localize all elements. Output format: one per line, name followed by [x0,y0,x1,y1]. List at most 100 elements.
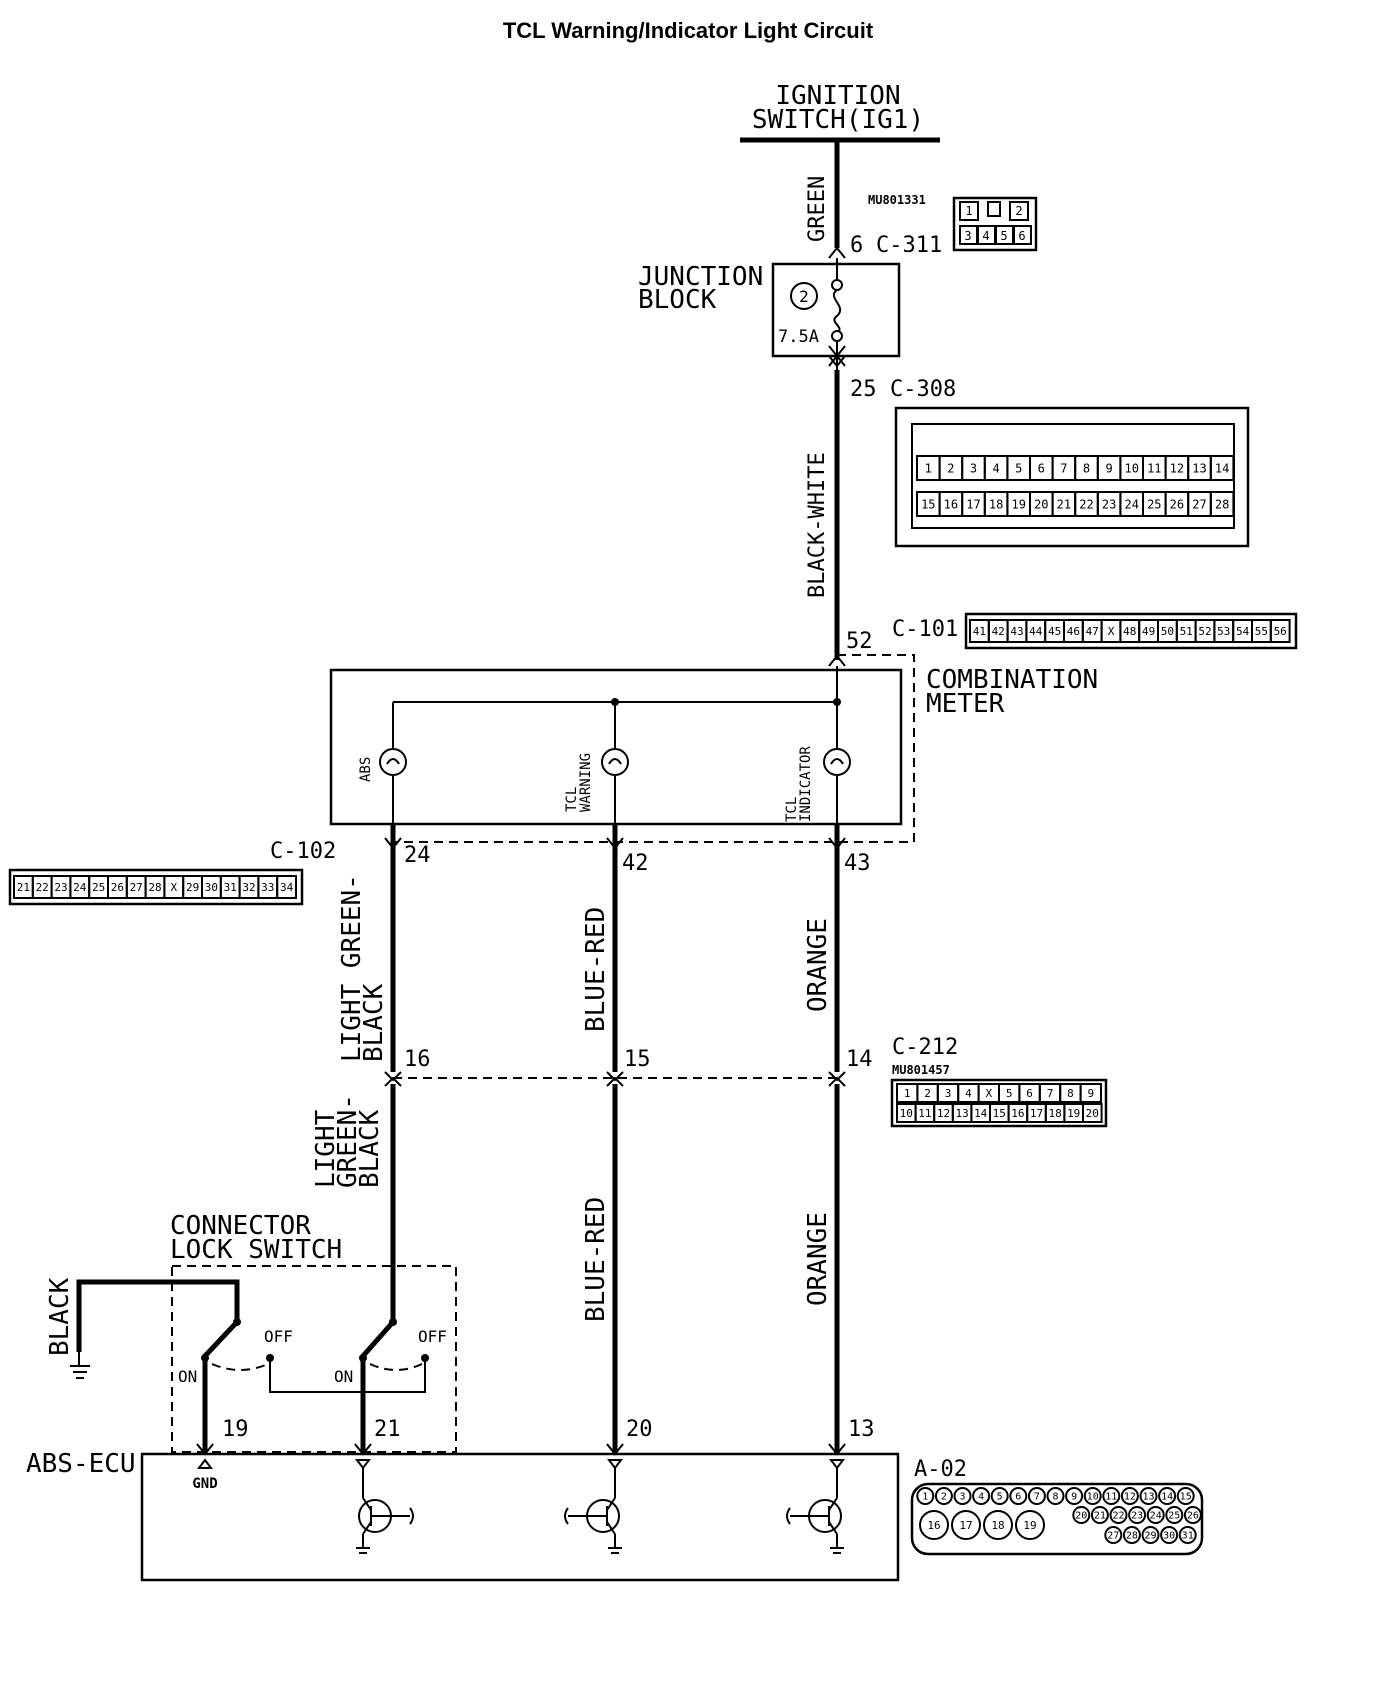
connector-lock-switch: CONNECTOR LOCK SWITCH BLACK ON OFF ON OF… [45,1211,457,1454]
wire-label-green: GREEN [805,176,830,242]
a02-top-12-label: 13 [1142,1492,1154,1503]
c311-part: MU801331 [868,193,926,207]
c101-arrow [828,654,846,667]
a02-top-4-cell [990,1487,1009,1505]
c311-pin-1-label: 1 [965,204,972,218]
c311-pin-5-label: 5 [1000,229,1007,243]
a02-top-2-cell [953,1487,972,1505]
a02-bottom-2-cell [1141,1526,1160,1544]
c101-pin-8-label: 48 [1123,625,1136,638]
c308-bottom-5-label: 20 [1034,497,1048,511]
c102-pin-2-label: 23 [54,881,67,894]
ind-lamp-filament [830,758,844,765]
a02-mid-5-cell [1165,1506,1184,1524]
a02-bottom-0-cell [1104,1526,1123,1544]
a02-top-5-label: 6 [1015,1492,1021,1503]
wire-label-blue-red-a: BLUE-RED [581,907,611,1032]
a02-top-13-label: 14 [1161,1492,1173,1503]
ind-lamp-label-1: TCL [784,797,800,822]
abs-ecu-box [140,1452,900,1582]
junction-block: JUNCTION BLOCK 2 7.5A [638,258,901,370]
wire-label-lgb-b-1: LIGHT [311,1109,341,1188]
a02-bottom-0-label: 27 [1107,1531,1119,1542]
c308-top-13-label: 14 [1215,461,1229,475]
c311-pin-2 [1009,201,1029,221]
c212-bottom-1-label: 11 [918,1107,931,1120]
c101-pin-5-label: 46 [1067,625,1080,638]
c212-arrow-abs [384,1071,402,1082]
c101-name: C-101 [892,617,958,642]
a02-top-10-cell [1102,1487,1121,1505]
c308-bottom-3-label: 18 [989,497,1003,511]
a02-top-8-cell [1065,1487,1084,1505]
c308-arrow [828,355,846,368]
c212-top-7-label: 7 [1047,1087,1054,1100]
c102-pin-5-label: 26 [111,881,124,894]
c102-pin-3-label: 24 [73,881,87,894]
c101-pin-10-label: 50 [1161,625,1174,638]
c308-bottom-4-label: 19 [1011,497,1025,511]
a02-bottom-4-label: 31 [1182,1531,1194,1542]
wire-label-black: BLACK [45,1277,75,1356]
c308-bottom-2-label: 17 [966,497,980,511]
c308-bottom-0-label: 15 [921,497,935,511]
c102-pin-7-label: 28 [148,881,161,894]
ind-lamp-label-2: INDICATOR [798,746,814,822]
c212-bottom-6-label: 16 [1011,1107,1024,1120]
diagram-title: TCL Warning/Indicator Light Circuit [503,18,874,43]
c212-arrow-abs-2 [384,1076,402,1087]
a02-mid-1-label: 21 [1094,1511,1106,1522]
c308-top-2-label: 3 [970,461,977,475]
abs-ecu-label: ABS-ECU [26,1449,136,1479]
c101-pin-15-label: 55 [1255,625,1268,638]
c308-top-13-cell [1209,455,1235,481]
c101-pin-16-label: 56 [1274,625,1287,638]
a02-pin-ind: 13 [848,1417,875,1442]
switch-link-wire [269,1358,426,1393]
c308-bottom-9-label: 24 [1124,497,1138,511]
wire-label-orange-b: ORANGE [803,1212,833,1306]
wire-label-lgb-b-3: BLACK [355,1109,385,1188]
fuse-number-circle [790,282,818,310]
a02-top-7-cell [1046,1487,1065,1505]
a02-pin-warn: 20 [626,1417,653,1442]
a02-top-12-cell [1139,1487,1158,1505]
a02-mid-2-label: 22 [1112,1511,1124,1522]
a02-mid-6-label: 26 [1187,1511,1199,1522]
warn-lamp-label-2: WARNING [578,753,594,812]
a02-mid-3-cell [1128,1506,1147,1524]
c101-pin-4-label: 45 [1048,625,1061,638]
a02-top-0-cell [916,1487,935,1505]
a02-top-6-label: 7 [1034,1492,1040,1503]
c308-arrow-2 [828,354,846,367]
c102-pin-13-label: 33 [261,881,274,894]
c308-top-8-label: 9 [1105,461,1112,475]
ignition-label-1: IGNITION [775,81,900,111]
c311-pin-4-label: 4 [982,229,989,243]
combination-meter: COMBINATION METER ABS TCL WARNING TCL IN… [329,654,1098,843]
c308-top-4-label: 5 [1015,461,1022,475]
c102-pin-8-label: X [170,881,177,894]
a02-top-10-label: 11 [1105,1492,1117,1503]
a02-mid-6-cell [1183,1506,1202,1524]
a02-top-5-cell [1009,1487,1028,1505]
meter-label-1: COMBINATION [926,665,1098,695]
wire-label-orange-a: ORANGE [803,918,833,1012]
c212-arrow-ind-2 [828,1076,846,1087]
c308-top-3-label: 4 [992,461,999,475]
a02-top-2-label: 3 [959,1492,965,1503]
a02-bottom-3-label: 30 [1163,1531,1175,1542]
a02-round-1-cell [951,1510,981,1540]
c102-pin-warn: 42 [622,851,649,876]
c212-top-3-label: 4 [965,1087,972,1100]
c308-top-0-label: 1 [925,461,932,475]
a02-top-0-label: 1 [922,1492,928,1503]
a02-pin-abs: 21 [374,1417,401,1442]
c311-pin-6 [1013,225,1032,245]
wire-label-lgb-b-2: GREEN- [333,1094,363,1188]
